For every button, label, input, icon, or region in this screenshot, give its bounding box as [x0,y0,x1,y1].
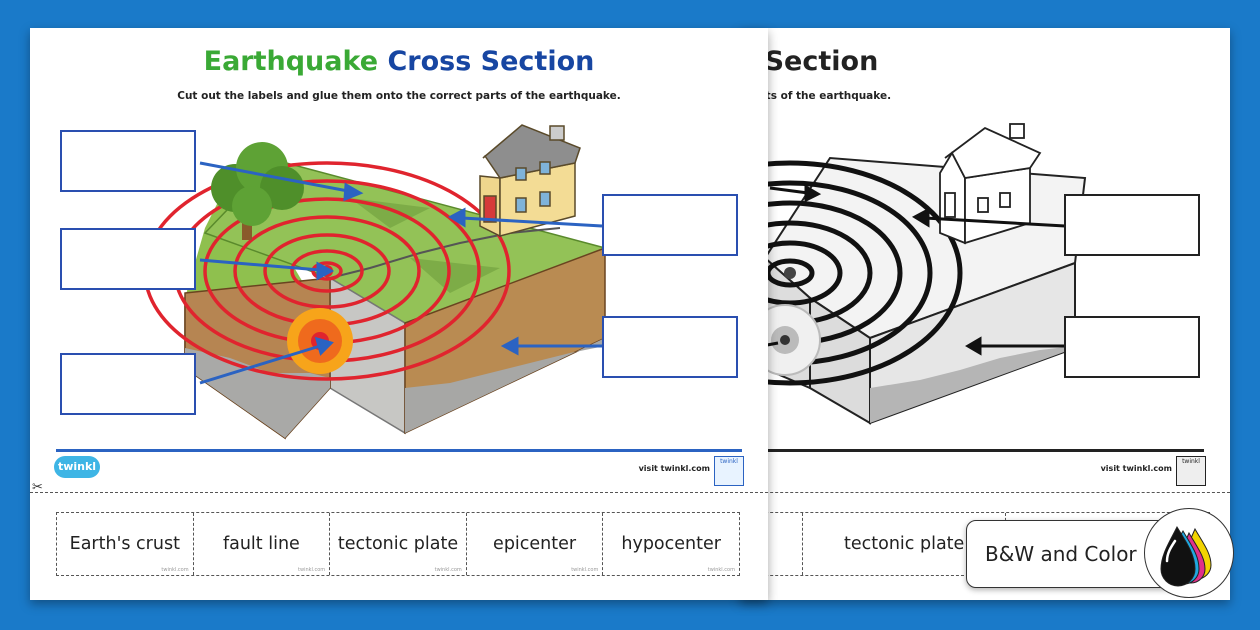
bw-worksheet-preview: quake Cross Section and glue them onto t… [740,28,1230,600]
label-box-left-top[interactable] [60,130,196,192]
earthquake-illustration [143,124,607,440]
bw-footer-divider [740,449,1204,452]
visit-link: visit twinkl.com [638,464,710,473]
label-box-right-bottom[interactable] [602,316,738,378]
bw-label-box-right-bottom[interactable] [1064,316,1200,378]
title-word-cross-section: Cross Section [387,46,595,77]
label-box-right-top[interactable] [602,194,738,256]
bw-earthquake-illustration [740,123,1087,425]
bw-label-box-right-top[interactable] [1064,194,1200,256]
color-worksheet: Earthquake Cross Section Cut out the lab… [30,28,768,600]
ink-drops-icon [1160,525,1212,587]
bw-and-color-badge: B&W and Color [966,508,1260,598]
worksheet-instructions: Cut out the labels and glue them onto th… [177,90,621,102]
label-box-left-bottom[interactable] [60,353,196,415]
cut-line [30,492,768,493]
scissors-icon: ✂ [32,480,43,495]
bw-quality-badge: twinkl [1176,456,1206,486]
bw-cut-label-partial [740,513,803,575]
footer-divider [56,449,742,452]
bw-worksheet-instructions: and glue them onto the correct parts of … [740,90,892,102]
twinkl-logo: twinkl [54,456,100,478]
bw-cut-line [740,492,1230,493]
ink-drops-circle [1144,508,1234,598]
quality-badge: twinkl [714,456,744,486]
title-word-earthquake: Earthquake [203,46,379,77]
bw-and-color-label: B&W and Color [985,542,1137,566]
worksheet-title: Earthquake Cross Section [30,46,768,77]
label-box-left-middle[interactable] [60,228,196,290]
bw-visit-link: visit twinkl.com [1100,464,1172,473]
